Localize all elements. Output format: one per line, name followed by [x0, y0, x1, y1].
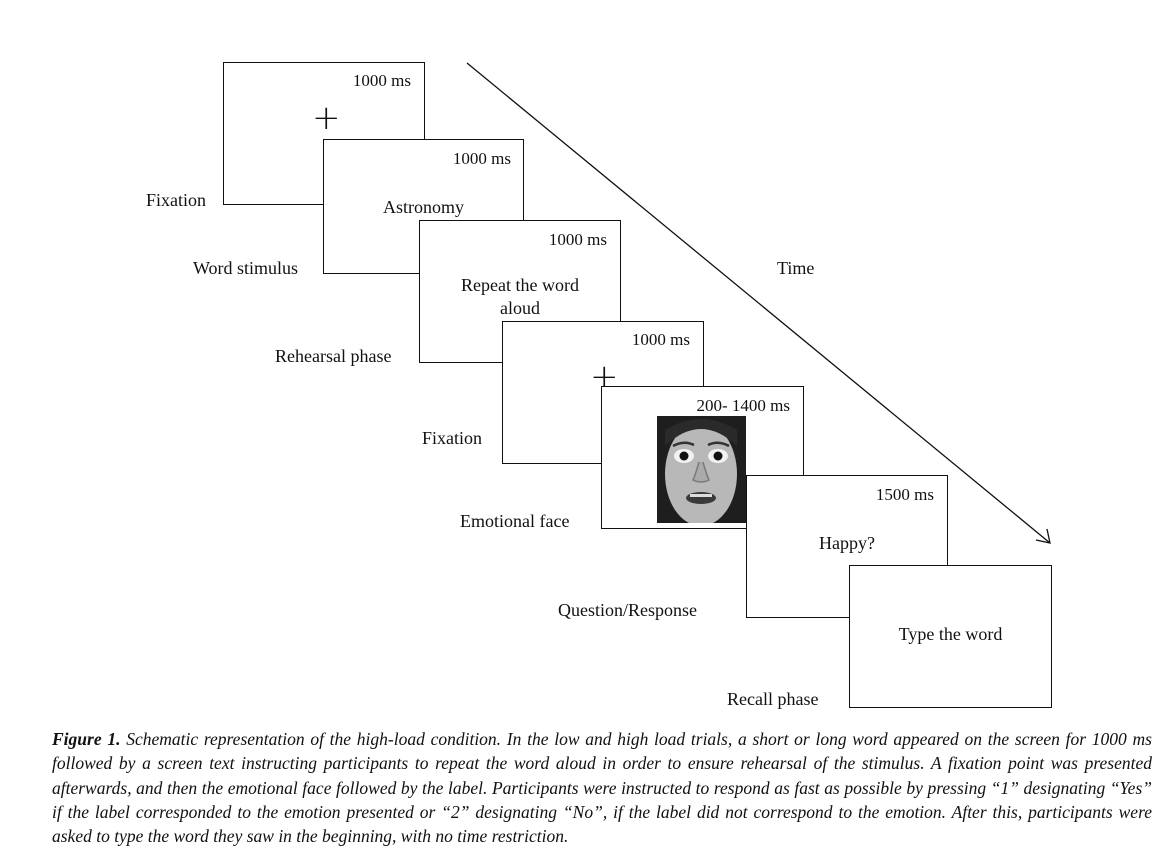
- time-arrowhead-icon: [1035, 528, 1051, 544]
- frame-duration: 200- 1400 ms: [696, 396, 791, 415]
- frame-recall: Type the word: [849, 565, 1052, 708]
- time-axis-label: Time: [777, 258, 815, 278]
- frame-label: Question/Response: [558, 600, 697, 620]
- frame-duration: 1500 ms: [875, 485, 934, 504]
- word-stimulus-text: Astronomy: [383, 197, 464, 217]
- frame-duration: 1000 ms: [631, 330, 690, 349]
- rehearsal-instruction-line1: Repeat the word: [461, 275, 579, 295]
- frame-duration: 1000 ms: [548, 230, 607, 249]
- frame-label: Emotional face: [460, 511, 570, 531]
- frame-label: Fixation: [146, 190, 207, 210]
- frame-emotional-face: 200- 1400 ms: [601, 386, 804, 529]
- frame-duration: 1000 ms: [452, 149, 511, 168]
- figure-number: Figure 1.: [52, 729, 121, 749]
- frame-label: Rehearsal phase: [275, 346, 392, 366]
- frame-label: Word stimulus: [193, 258, 299, 278]
- question-text: Happy?: [819, 533, 875, 553]
- emotional-face-image: [657, 416, 746, 523]
- time-arrow-line: [466, 62, 1051, 544]
- rehearsal-instruction-line2: aloud: [500, 298, 540, 318]
- frame-label: Fixation: [422, 428, 483, 448]
- caption-text: Schematic representation of the high-loa…: [52, 729, 1152, 847]
- figure-caption: Figure 1. Schematic representation of th…: [52, 727, 1152, 848]
- fixation-cross-icon: +: [312, 98, 341, 138]
- recall-instruction-text: Type the word: [898, 624, 1003, 644]
- frame-label: Recall phase: [727, 689, 819, 709]
- frame-duration: 1000 ms: [352, 71, 411, 90]
- fearful-face-icon: [657, 416, 746, 523]
